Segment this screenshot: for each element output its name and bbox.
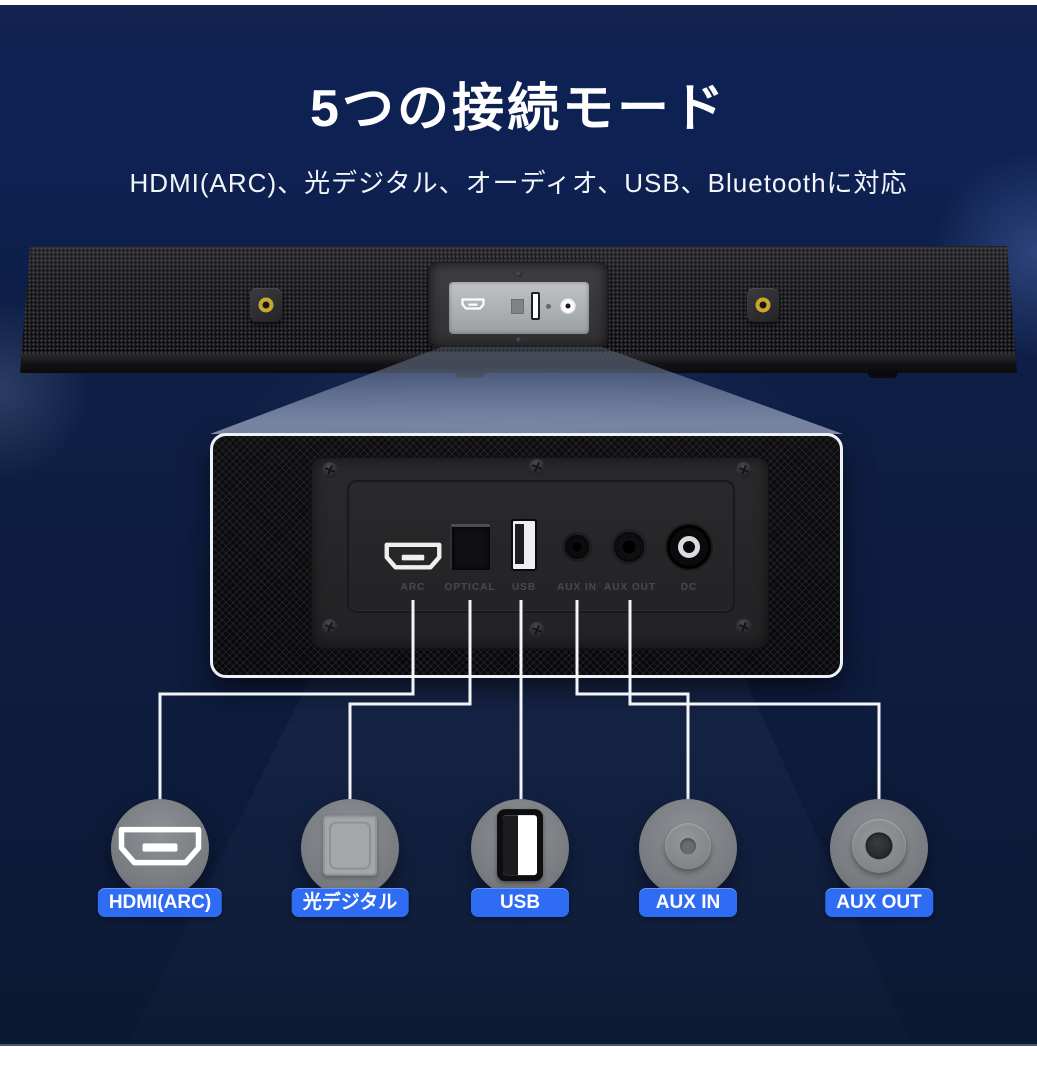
usb-port-icon [497,809,543,882]
keyhole-icon [258,297,274,313]
port-label-aux-out: AUX OUT [604,582,656,593]
jack-hole [680,838,696,855]
connection-label-usb: USB [471,888,569,917]
port-label-aux-in: AUX IN [557,582,597,593]
usb-tongue [515,524,524,564]
usb-port-icon [511,519,537,571]
aux-out-connection-circle [830,799,928,897]
dc-pin [686,544,692,550]
jack-hole [572,542,582,552]
soundbar-io-recess [428,262,608,348]
mini-hdmi-icon [461,298,485,310]
usb-connection-circle [471,799,569,897]
io-groove-outline [347,480,735,613]
screw-icon [516,337,522,343]
usb-tongue [503,815,519,876]
port-label-optical: OPTICAL [444,582,496,593]
jack-hole [865,832,893,860]
aux-in-jack-icon [565,535,589,559]
wall-mount-bracket-left [250,288,282,322]
soundbar-foot-right [868,369,898,378]
connection-label-hdmi: HDMI(ARC) [97,888,223,917]
mini-dc-pin [565,303,571,309]
port-label-arc: ARC [400,582,426,593]
mini-aux-in-icon [546,304,551,309]
mini-usb-icon [531,292,540,320]
optical-port-icon [323,815,377,876]
connection-label-aux-out: AUX OUT [825,888,933,917]
scene-background: 5つの接続モード HDMI(ARC)、光デジタル、オーディオ、USB、Bluet… [0,5,1037,1046]
keyhole-icon [755,297,771,313]
wall-mount-bracket-right [747,288,779,322]
optical-inner-outline [329,821,371,870]
connection-label-optical: 光デジタル [291,888,409,917]
optical-connection-circle [301,799,399,897]
page-title: 5つの接続モード [310,80,727,138]
screw-icon [516,271,522,277]
port-label-dc: DC [680,582,698,593]
optical-port-icon [450,524,490,570]
mini-optical-icon [511,299,524,314]
hdmi-port-icon [384,542,442,570]
aux-in-connection-circle [639,799,737,897]
aux-out-jack-icon [614,532,644,562]
page-subtitle: HDMI(ARC)、光デジタル、オーディオ、USB、Bluetoothに対応 [129,168,908,198]
hdmi-connection-circle [111,799,209,897]
dc-jack-icon [667,525,711,569]
mini-dc-icon [560,298,576,314]
usb-inner [503,815,537,876]
connection-label-aux-in: AUX IN [639,888,737,917]
aux-in-jack-icon [665,823,711,870]
jack-hole [622,540,636,554]
aux-out-jack-icon [852,818,906,873]
soundbar-io-plate [449,282,589,334]
port-label-usb: USB [511,582,537,593]
hdmi-port-icon [118,826,202,866]
